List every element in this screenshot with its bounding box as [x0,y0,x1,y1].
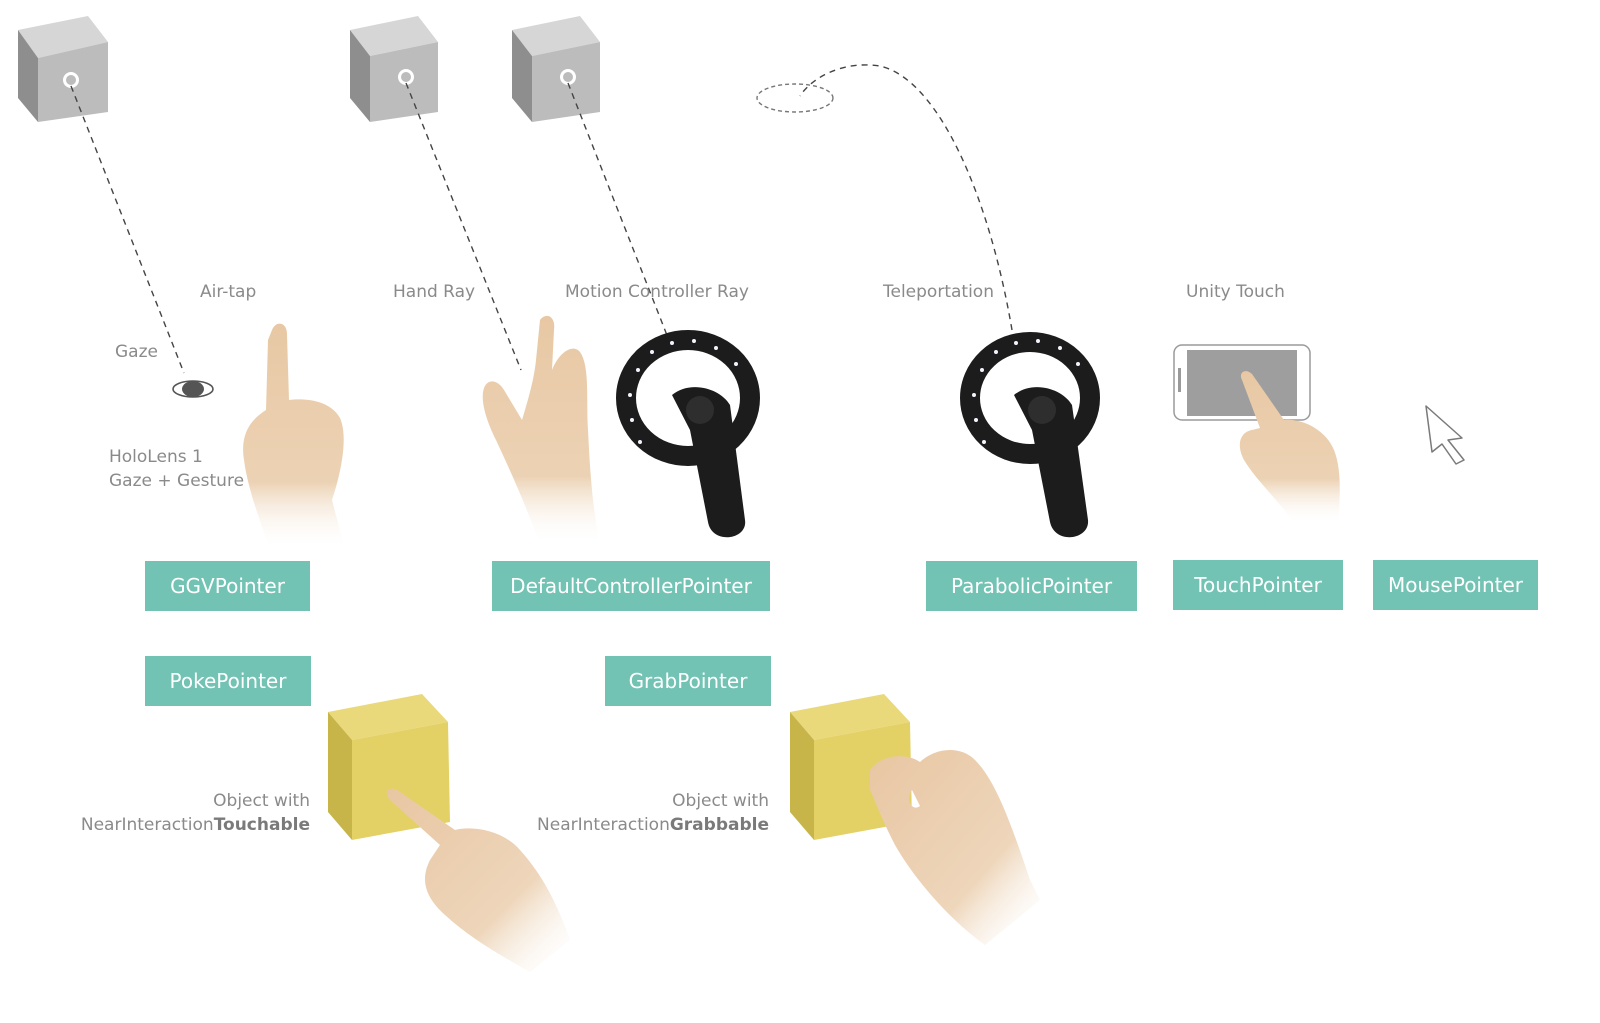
motion-controller-ray-label: Motion Controller Ray [565,282,749,302]
cube-icon [512,16,600,122]
hand-icon [870,750,1040,945]
hand-icon [482,315,600,545]
mouse-pointer-tag: MousePointer [1373,560,1538,610]
hand-icon [1239,371,1340,525]
phone-icon [1173,344,1311,421]
grabbable-prefix: NearInteraction [537,815,670,835]
poke-pointer-tag: PokePointer [145,656,311,706]
cube-icon [350,16,438,122]
touchable-object-label: Object with NearInteractionTouchable [81,789,310,837]
touchable-bold: Touchable [213,815,310,835]
ray-lines [70,64,1013,374]
touch-pointer-tag: TouchPointer [1173,560,1343,610]
unity-touch-label: Unity Touch [1186,282,1285,302]
touchable-line-2: NearInteractionTouchable [81,813,310,837]
grabbable-bold: Grabbable [669,815,769,835]
touchable-prefix: NearInteraction [80,815,214,835]
hololens-label: HoloLens 1 Gaze + Gesture [109,445,244,493]
mouse-cursor-icon [1425,405,1465,465]
teleport-target-icon [756,83,834,113]
touchable-line-1: Object with [213,791,310,811]
ggv-pointer-tag: GGVPointer [145,561,310,611]
air-tap-label: Air-tap [200,282,257,302]
grabbable-line-2: NearInteractionGrabbable [537,813,769,837]
default-controller-pointer-tag: DefaultControllerPointer [492,561,770,611]
hololens-line-1: HoloLens 1 [109,447,203,467]
eye-icon [172,380,214,398]
hand-icon [243,323,345,550]
hand-ray-label: Hand Ray [393,282,476,302]
grabbable-object-label: Object with NearInteractionGrabbable [537,789,769,837]
cube-icon [18,16,108,122]
gaze-label: Gaze [115,342,158,362]
teleportation-label: Teleportation [883,282,994,302]
hololens-line-2: Gaze + Gesture [109,471,245,491]
grabbable-line-1: Object with [672,791,769,811]
hand-icon [386,788,570,972]
grab-pointer-tag: GrabPointer [605,656,771,706]
parabolic-pointer-tag: ParabolicPointer [926,561,1137,611]
motion-controller-icon [960,332,1100,538]
motion-controller-icon [616,330,760,538]
